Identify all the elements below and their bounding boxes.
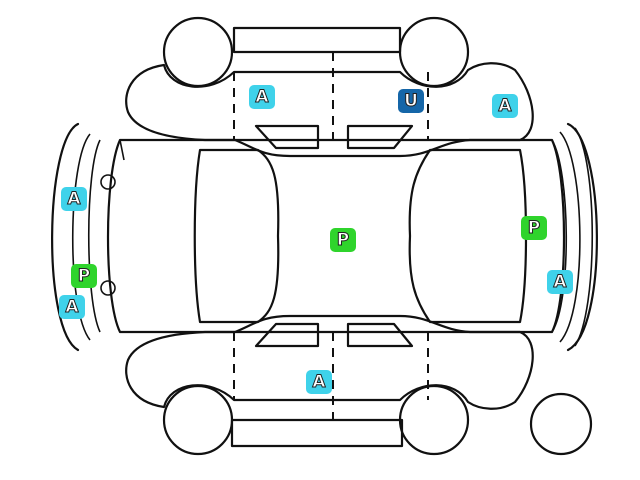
marker-label: A bbox=[65, 297, 79, 318]
right-rear-window bbox=[346, 322, 414, 348]
left-rear-window bbox=[346, 124, 414, 150]
marker-label: P bbox=[336, 230, 350, 251]
wheel-front-left bbox=[162, 16, 234, 88]
marker-a-front-bumper-lower[interactable]: A bbox=[59, 295, 85, 319]
marker-p-roof[interactable]: P bbox=[330, 228, 356, 252]
marker-label: A bbox=[498, 96, 512, 117]
wheel-rear-right bbox=[398, 384, 470, 456]
marker-label: A bbox=[312, 372, 326, 393]
marker-a-right-door[interactable]: A bbox=[306, 370, 332, 394]
marker-label: A bbox=[67, 189, 81, 210]
marker-label: P bbox=[77, 266, 91, 287]
rear-window bbox=[408, 148, 528, 324]
wheel-front-right bbox=[162, 384, 234, 456]
marker-u-left-rear-door[interactable]: U bbox=[398, 89, 424, 113]
windshield bbox=[193, 148, 280, 324]
marker-label: A bbox=[553, 272, 567, 293]
marker-label: U bbox=[404, 91, 419, 112]
spare-wheel bbox=[529, 392, 593, 456]
right-front-window bbox=[254, 322, 320, 348]
right-sill bbox=[230, 418, 404, 448]
marker-label: A bbox=[255, 87, 269, 108]
marker-p-trunk[interactable]: P bbox=[521, 216, 547, 240]
marker-a-rear-bumper[interactable]: A bbox=[547, 270, 573, 294]
marker-a-left-front-door[interactable]: A bbox=[249, 85, 275, 109]
left-sill bbox=[232, 26, 402, 54]
right-side-panel bbox=[125, 330, 534, 410]
left-side-panel bbox=[125, 62, 534, 142]
marker-a-left-rear-quarter[interactable]: A bbox=[492, 94, 518, 118]
wheel-rear-left bbox=[398, 16, 470, 88]
marker-a-front-bumper-upper[interactable]: A bbox=[61, 187, 87, 211]
left-front-window bbox=[254, 124, 320, 150]
marker-label: P bbox=[527, 218, 541, 239]
marker-p-front-bumper[interactable]: P bbox=[71, 264, 97, 288]
front-bumper bbox=[51, 122, 80, 352]
